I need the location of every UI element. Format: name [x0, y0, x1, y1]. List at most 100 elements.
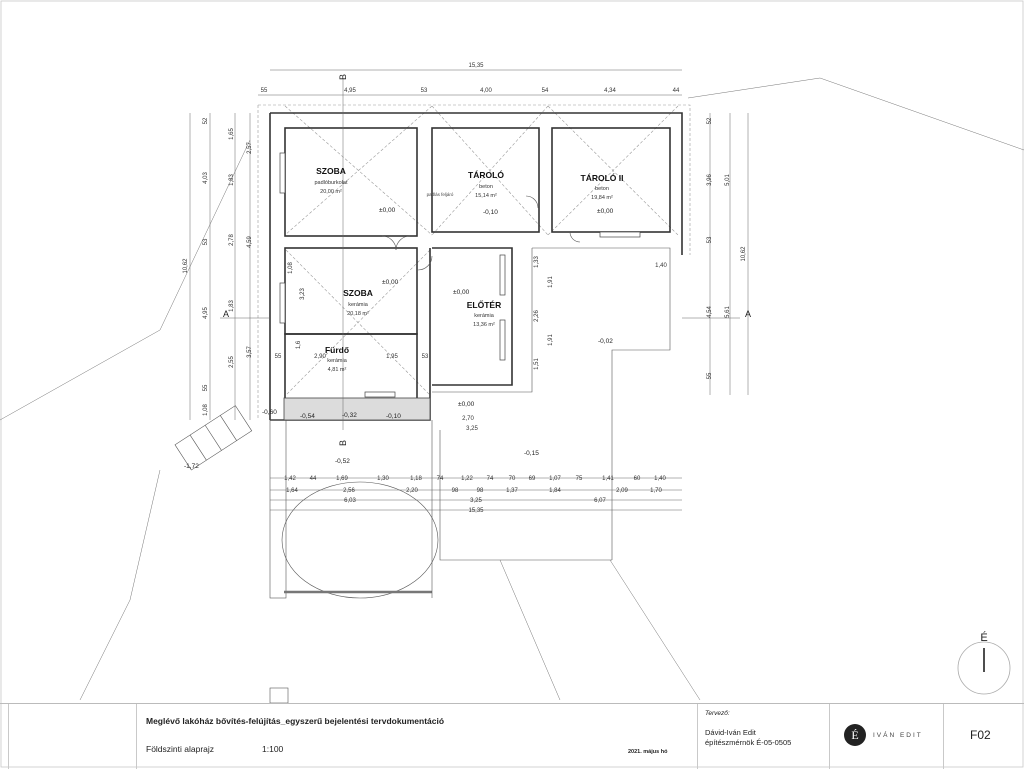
section-markers: A A B B — [223, 74, 751, 446]
bottom-row2-label: 98 — [477, 488, 484, 494]
dimension-lines — [189, 69, 749, 511]
svg-text:TÁROLÓ II: TÁROLÓ II — [581, 172, 624, 183]
top-dimensions: 15,35 55 4,95 53 4,00 54 4,34 44 — [261, 63, 680, 94]
svg-text:2,70: 2,70 — [462, 416, 474, 422]
dim-right-total: 10,62 — [741, 246, 747, 262]
site-lines — [0, 77, 1024, 704]
left-dimensions-col2: 1,651,832,781,832,55 — [229, 128, 235, 368]
logo: É — [844, 724, 866, 746]
bottom-row1-label: 1,42 — [284, 476, 296, 482]
bottom-row2-label: 1,70 — [650, 488, 662, 494]
svg-text:SZOBA: SZOBA — [343, 288, 373, 298]
level-terrace-4: -0,10 — [386, 413, 401, 420]
inner-labels: 2,70 3,25 1,40 1,33 1,91 2,26 1,91 1,51 … — [275, 192, 668, 432]
level-terrace-3: -0,32 — [342, 412, 357, 419]
level-steps: -1,72 — [184, 463, 199, 470]
level-yard-1: -0,02 — [598, 338, 613, 345]
svg-text:padlóburkolat: padlóburkolat — [314, 180, 347, 186]
bottom-row1-label: 60 — [634, 476, 641, 482]
scale-label: 1:100 — [262, 744, 284, 754]
north-label: É — [980, 631, 987, 644]
bottom-row1-label: 1,30 — [377, 476, 389, 482]
svg-text:1,95: 1,95 — [386, 354, 398, 360]
bottom-row3-label: 6,07 — [594, 498, 606, 504]
left-col2-label: 1,83 — [229, 174, 235, 186]
room-label-szoba-2: SZOBA kerámia 20,18 m² — [343, 288, 373, 317]
left-col1-label: 52 — [203, 117, 209, 124]
section-a-right: A — [745, 309, 751, 319]
svg-text:beton: beton — [479, 184, 493, 190]
level-markers: ±0,00 -0,10 ±0,00 ±0,00 ±0,00 ±0,00 -0,0… — [184, 207, 614, 470]
dim-bottom-total: 15,35 — [468, 508, 484, 514]
bottom-row3-label: 6,03 — [344, 498, 356, 504]
section-a-left: A — [223, 309, 229, 319]
designer-name: Dávid-Iván Edit — [705, 728, 756, 737]
room-label-tarolo: TÁROLÓ beton 15,14 m² — [468, 169, 504, 199]
svg-text:1,33: 1,33 — [534, 256, 540, 268]
right-col1-label: 52 — [707, 117, 713, 124]
bottom-row2-label: 2,20 — [406, 488, 418, 494]
level-yard-3: -0,52 — [335, 458, 350, 465]
left-col2-label: 1,65 — [229, 128, 235, 140]
svg-text:15,14 m²: 15,14 m² — [475, 193, 497, 199]
designer-label: Tervező: — [705, 710, 730, 717]
level-tarolo: -0,10 — [483, 209, 498, 216]
svg-text:Fürdő: Fürdő — [325, 345, 349, 355]
svg-text:kerámia: kerámia — [327, 358, 348, 364]
dim-top-2: 4,95 — [344, 88, 356, 94]
level-terrace-2: -0,54 — [300, 413, 315, 420]
room-label-furdo: Fürdő kerámia 4,81 m² — [325, 345, 349, 373]
svg-text:55: 55 — [275, 354, 282, 360]
svg-text:19,84 m²: 19,84 m² — [591, 195, 613, 201]
left-col1-label: 4,03 — [203, 172, 209, 184]
tree-circle — [281, 481, 439, 599]
level-yard-2: -0,15 — [524, 450, 539, 457]
bottom-dimensions-row3: 6,03 3,25 6,07 — [344, 498, 606, 504]
dim-top-3: 53 — [421, 88, 428, 94]
bottom-row1-label: 69 — [529, 476, 536, 482]
svg-text:1,08: 1,08 — [288, 262, 294, 274]
room-label-szoba-1: SZOBA padlóburkolat 20,00 m² — [314, 166, 347, 195]
bottom-row1-label: 1,07 — [549, 476, 561, 482]
bottom-row2-label: 1,84 — [549, 488, 561, 494]
bottom-row1-label: 44 — [310, 476, 317, 482]
svg-text:2,26: 2,26 — [534, 310, 540, 322]
bottom-row1-label: 74 — [487, 476, 494, 482]
roof-outline — [257, 104, 691, 420]
right-col1-label: 4,54 — [707, 306, 713, 318]
left-col3-label: 3,57 — [247, 346, 253, 358]
dim-top-4: 4,00 — [480, 88, 492, 94]
sheet-title: Földszinti alaprajz — [146, 744, 215, 754]
svg-text:SZOBA: SZOBA — [316, 166, 346, 176]
dim-top-total: 15,35 — [468, 63, 484, 69]
left-col1-label: 53 — [203, 238, 209, 245]
left-col2-label: 2,78 — [229, 234, 235, 246]
title-block: Meglévő lakóház bővítés-felújítás_egysze… — [0, 703, 1024, 769]
right-dimensions-col2: 5,015,61 — [725, 174, 731, 318]
left-col3-label: 4,59 — [247, 236, 253, 248]
bottom-row1-label: 1,69 — [336, 476, 348, 482]
svg-text:1,91: 1,91 — [548, 334, 554, 346]
bottom-row1-label: 1,18 — [410, 476, 422, 482]
left-col1-label: 4,95 — [203, 307, 209, 319]
project-title: Meglévő lakóház bővítés-felújítás_egysze… — [146, 716, 445, 726]
svg-text:1,40: 1,40 — [655, 263, 667, 269]
terrace-strip — [283, 397, 431, 421]
right-col1-label: 55 — [707, 372, 713, 379]
level-tarolo2: ±0,00 — [597, 208, 614, 215]
left-col3-label: 2,57 — [247, 142, 253, 154]
north-arrow: É — [957, 631, 1011, 695]
svg-text:1,6: 1,6 — [296, 340, 302, 349]
right-col1-label: 53 — [707, 236, 713, 243]
svg-text:53: 53 — [422, 354, 429, 360]
svg-text:20,00 m²: 20,00 m² — [320, 189, 342, 195]
svg-text:beton: beton — [595, 186, 609, 192]
left-col1-label: 55 — [203, 384, 209, 391]
level-szoba1: ±0,00 — [379, 207, 396, 214]
bottom-row2-label: 2,09 — [616, 488, 628, 494]
bottom-row2-label: 2,56 — [343, 488, 355, 494]
logo-text: IVÁN EDIT — [873, 732, 923, 739]
bottom-row3-label: 3,25 — [470, 498, 482, 504]
